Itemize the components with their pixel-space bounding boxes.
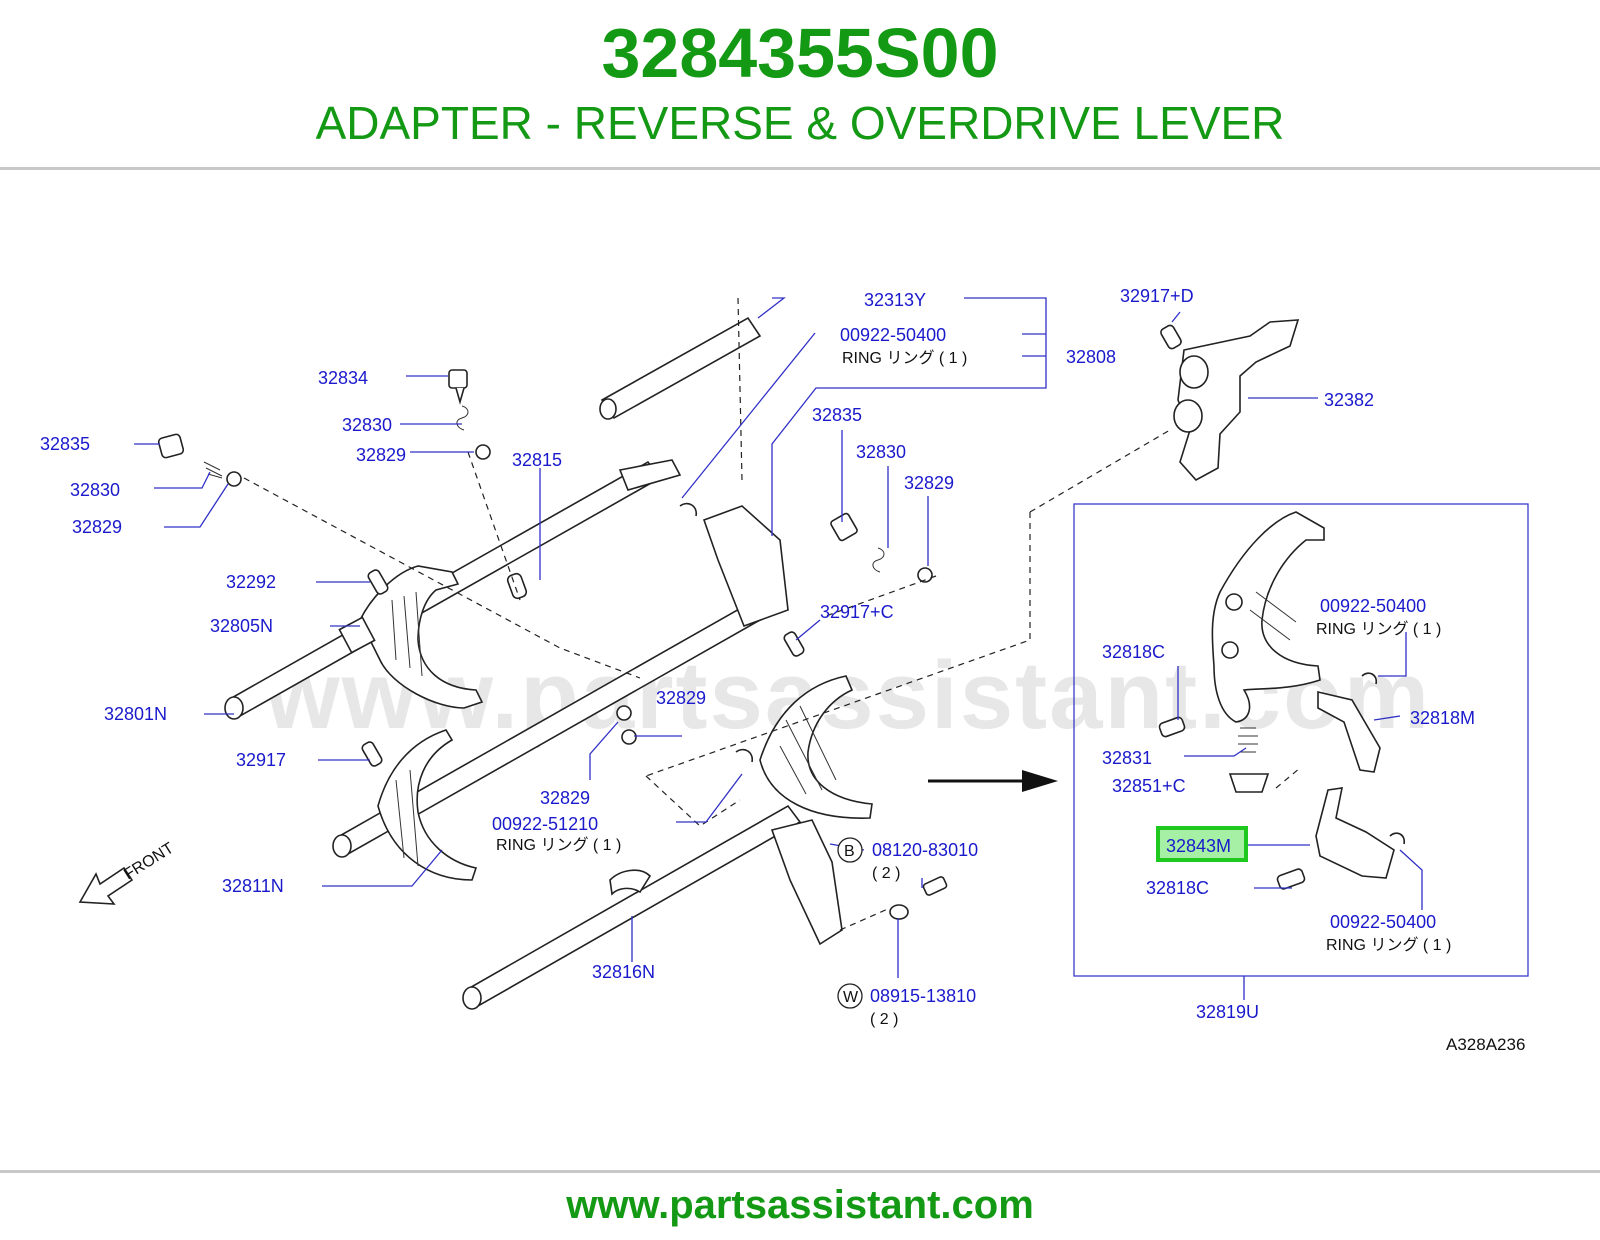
label-32843m[interactable]: 32843M xyxy=(1166,836,1231,856)
label-32816n: 32816N xyxy=(592,962,655,982)
label-32830-left: 32830 xyxy=(70,480,120,500)
label-32808: 32808 xyxy=(1066,347,1116,367)
label-00922-51210: 00922-51210 xyxy=(492,814,598,834)
label-32292: 32292 xyxy=(226,572,276,592)
label-32829-top: 32829 xyxy=(356,445,406,465)
label-00922-50400-inset-top: 00922-50400 xyxy=(1320,596,1426,616)
label-32801n: 32801N xyxy=(104,704,167,724)
figure-code: A328A236 xyxy=(1446,1035,1525,1054)
part-description-title: ADAPTER - REVERSE & OVERDRIVE LEVER xyxy=(315,97,1285,149)
label-ring-top: RING リング ( 1 ) xyxy=(842,349,967,367)
inset-box-32819u xyxy=(1073,503,1529,977)
mark-w-circle xyxy=(837,983,863,1009)
label-32829-left: 32829 xyxy=(72,517,122,537)
label-00922-50400-top: 00922-50400 xyxy=(840,325,946,345)
mark-w: W xyxy=(843,989,859,1006)
label-08120-83010: 08120-83010 xyxy=(872,840,978,860)
fork-assembly-center xyxy=(599,316,873,946)
mark-b: B xyxy=(844,843,855,860)
label-32851-c: 32851+C xyxy=(1112,776,1186,796)
label-32829-center: 32829 xyxy=(904,473,954,493)
label-32811n: 32811N xyxy=(222,876,284,896)
mark-b-circle xyxy=(837,837,863,863)
part-32382 xyxy=(1160,319,1300,482)
footer-divider xyxy=(0,1170,1600,1173)
front-direction-arrow: FRONT xyxy=(78,840,177,905)
assembly-dashed-lines xyxy=(243,297,1301,931)
callout-labels: 32313Y 00922-50400 RING リング ( 1 ) 32808 … xyxy=(40,286,1525,1054)
label-ring-inset-bottom: RING リング ( 1 ) xyxy=(1326,936,1451,954)
header-divider xyxy=(0,167,1600,170)
label-32834: 32834 xyxy=(318,368,368,388)
label-32818c-bottom: 32818C xyxy=(1146,878,1209,898)
label-32831: 32831 xyxy=(1102,748,1152,768)
label-ring-inset-top: RING リング ( 1 ) xyxy=(1316,620,1441,638)
label-32830-center: 32830 xyxy=(856,442,906,462)
label-32917-d: 32917+D xyxy=(1120,286,1194,306)
highlight-32843m xyxy=(1156,826,1248,862)
label-qty-w: ( 2 ) xyxy=(870,1011,898,1028)
label-qty-b: ( 2 ) xyxy=(872,865,900,882)
label-32917: 32917 xyxy=(236,750,286,770)
label-32835-left: 32835 xyxy=(40,434,90,454)
shift-fork-32811n xyxy=(332,602,762,881)
label-32819u: 32819U xyxy=(1196,1002,1259,1022)
small-hardware xyxy=(157,369,948,920)
label-ring-mid: RING リング ( 1 ) xyxy=(496,836,621,854)
footer-website-link[interactable]: www.partsassistant.com xyxy=(566,1183,1034,1227)
label-32818m: 32818M xyxy=(1410,708,1475,728)
front-label: FRONT xyxy=(121,840,177,884)
part-number-title: 3284355S00 xyxy=(601,14,999,92)
label-32805n: 32805N xyxy=(210,616,273,636)
page-header: 3284355S00 ADAPTER - REVERSE & OVERDRIVE… xyxy=(0,0,1600,170)
label-32830-top: 32830 xyxy=(342,415,392,435)
label-32313y: 32313Y xyxy=(864,290,926,310)
shaft-32816n xyxy=(462,804,802,1010)
label-32818c-top: 32818C xyxy=(1102,642,1165,662)
leader-lines xyxy=(134,297,1423,1000)
label-00922-50400-inset-bottom: 00922-50400 xyxy=(1330,912,1436,932)
arrow-to-inset xyxy=(928,770,1058,792)
label-32815: 32815 xyxy=(512,450,562,470)
label-32829-low: 32829 xyxy=(540,788,590,808)
label-32829-mid: 32829 xyxy=(656,688,706,708)
label-32835-center: 32835 xyxy=(812,405,862,425)
label-08915-13810: 08915-13810 xyxy=(870,986,976,1006)
label-32917-c: 32917+C xyxy=(820,602,894,622)
label-32382: 32382 xyxy=(1324,390,1374,410)
inset-parts xyxy=(1158,511,1406,890)
